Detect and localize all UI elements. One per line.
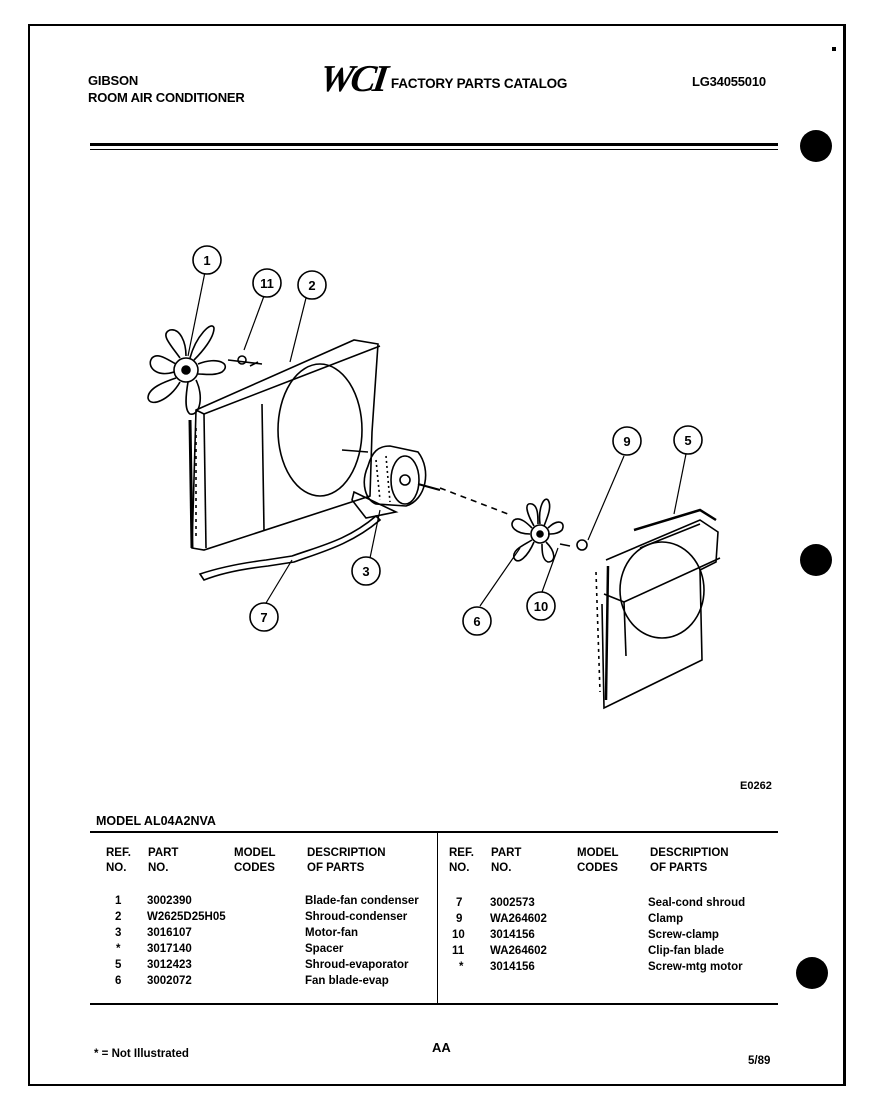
model-number: MODEL AL04A2NVA bbox=[96, 814, 216, 828]
header-model-codes: MODEL CODES bbox=[234, 847, 276, 874]
ref-no: 2 bbox=[115, 911, 122, 923]
header-rule-thick bbox=[90, 143, 778, 146]
header-ref-no: REF. NO. bbox=[449, 847, 474, 874]
table-top-rule bbox=[90, 831, 778, 833]
callout-circle-2 bbox=[297, 270, 327, 300]
catalog-title: FACTORY PARTS CATALOG bbox=[390, 75, 568, 91]
evaporator-fan-blade bbox=[511, 498, 564, 563]
part-description: Fan blade-evap bbox=[305, 975, 389, 987]
part-description: Screw-clamp bbox=[648, 929, 719, 941]
fan-motor bbox=[341, 445, 441, 507]
callout-circle-7 bbox=[249, 602, 279, 632]
page-border bbox=[28, 24, 846, 1086]
part-description: Clamp bbox=[648, 913, 684, 925]
callout-label: 6 bbox=[473, 614, 480, 629]
callout-circle-6 bbox=[462, 606, 492, 636]
ref-no: 5 bbox=[115, 959, 122, 971]
evaporator-shroud bbox=[595, 508, 721, 710]
ref-no: 6 bbox=[115, 975, 122, 987]
ref-no: * bbox=[116, 943, 121, 955]
ref-no: 10 bbox=[452, 929, 465, 941]
corner-mark bbox=[832, 47, 836, 51]
callout-label: 2 bbox=[308, 278, 315, 293]
shaft-alignment-line bbox=[439, 487, 509, 515]
table-bottom-rule bbox=[90, 1003, 778, 1005]
table-column-divider bbox=[437, 833, 438, 1003]
ref-no: 7 bbox=[456, 897, 463, 909]
part-no: WA264602 bbox=[490, 945, 547, 957]
part-description: Blade-fan condenser bbox=[305, 895, 419, 907]
part-description: Spacer bbox=[305, 943, 344, 955]
callout-circle-1 bbox=[192, 245, 222, 275]
callout-label: 1 bbox=[203, 253, 210, 268]
catalog-heading: WCI FACTORY PARTS CATALOG bbox=[317, 58, 568, 100]
header-model-codes: MODEL CODES bbox=[577, 847, 619, 874]
part-no: 3002573 bbox=[490, 897, 535, 909]
part-description: Screw-mtg motor bbox=[648, 961, 743, 973]
callout-circle-5 bbox=[673, 425, 703, 455]
part-no: 3002072 bbox=[147, 975, 192, 987]
header-part-no: PART NO. bbox=[148, 847, 179, 874]
part-description: Clip-fan blade bbox=[648, 945, 725, 957]
brand-name: GIBSON bbox=[88, 73, 139, 88]
ref-no: 3 bbox=[115, 927, 122, 939]
part-description: Shroud-condenser bbox=[305, 911, 408, 923]
callout-label: 3 bbox=[362, 564, 369, 579]
part-no: 3002390 bbox=[147, 895, 192, 907]
catalog-number: LG34055010 bbox=[692, 74, 766, 89]
header-rule-thin bbox=[90, 149, 778, 150]
callout-circle-10 bbox=[526, 591, 556, 621]
ref-no: * bbox=[459, 961, 464, 973]
part-no: 3016107 bbox=[147, 927, 192, 939]
header-ref-no: REF. NO. bbox=[106, 847, 131, 874]
callout-circle-11 bbox=[252, 268, 282, 298]
product-type: ROOM AIR CONDITIONER bbox=[88, 90, 245, 105]
part-description: Shroud-evaporator bbox=[305, 959, 409, 971]
callout-circle-3 bbox=[351, 556, 381, 586]
clip-fan-blade bbox=[227, 355, 263, 367]
callout-label: 7 bbox=[260, 610, 267, 625]
drawing-number: E0262 bbox=[740, 780, 772, 792]
callout-circle-9 bbox=[612, 426, 642, 456]
ref-no: 9 bbox=[456, 913, 463, 925]
spacer bbox=[351, 490, 399, 519]
condenser-shroud bbox=[188, 339, 381, 551]
ref-no: 1 bbox=[115, 895, 122, 907]
binder-hole-middle bbox=[800, 544, 832, 576]
header-description: DESCRIPTION OF PARTS bbox=[650, 847, 729, 874]
header-description: DESCRIPTION OF PARTS bbox=[307, 847, 386, 874]
page-code: AA bbox=[432, 1040, 451, 1055]
leader-lines bbox=[187, 271, 687, 607]
callout-label: 11 bbox=[260, 276, 274, 291]
binder-hole-bottom bbox=[796, 957, 828, 989]
revision-date: 5/89 bbox=[748, 1055, 771, 1067]
part-description: Motor-fan bbox=[305, 927, 359, 939]
not-illustrated-note: * = Not Illustrated bbox=[94, 1048, 189, 1060]
brand-block: GIBSON ROOM AIR CONDITIONER bbox=[88, 72, 245, 106]
condenser-fan-blade bbox=[147, 325, 227, 415]
condenser-shroud-seal bbox=[198, 514, 382, 581]
part-no: 3017140 bbox=[147, 943, 192, 955]
part-no: W2625D25H05 bbox=[147, 911, 226, 923]
callout-label: 5 bbox=[684, 433, 691, 448]
callout-label: 9 bbox=[623, 434, 630, 449]
clamp bbox=[576, 539, 588, 551]
part-description: Seal-cond shroud bbox=[648, 897, 746, 909]
callout-label: 10 bbox=[534, 599, 548, 614]
part-no: WA264602 bbox=[490, 913, 547, 925]
part-no: 3014156 bbox=[490, 929, 535, 941]
screw-clamp bbox=[559, 543, 571, 547]
part-no: 3012423 bbox=[147, 959, 192, 971]
header-part-no: PART NO. bbox=[491, 847, 522, 874]
part-no: 3014156 bbox=[490, 961, 535, 973]
ref-no: 11 bbox=[452, 945, 465, 957]
binder-hole-top bbox=[800, 130, 832, 162]
